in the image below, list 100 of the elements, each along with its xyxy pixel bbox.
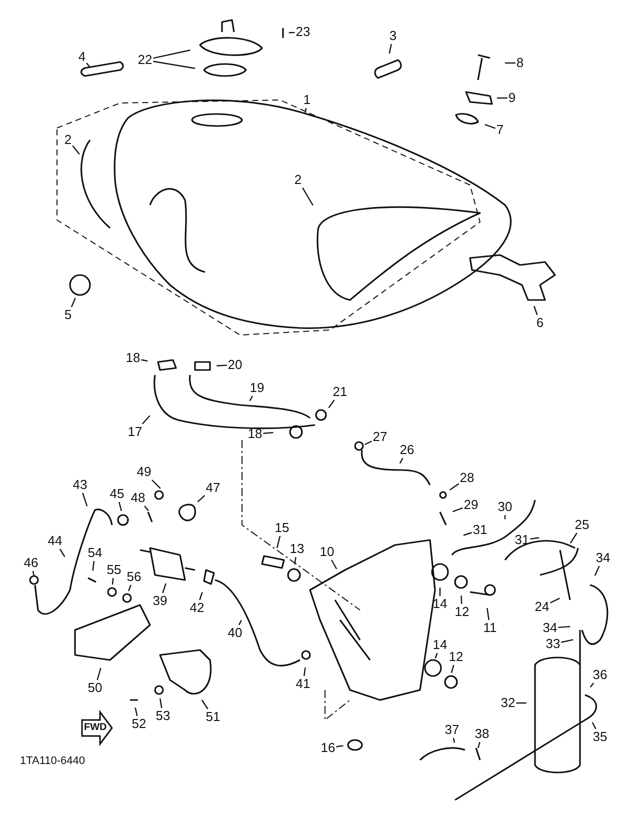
- callout-number: 40: [228, 626, 242, 640]
- leader-line: [452, 507, 463, 512]
- callout-number: 18: [126, 351, 140, 365]
- callout-number: 34: [542, 621, 558, 635]
- callout-number: 38: [474, 727, 490, 741]
- callout-number: 12: [448, 650, 464, 664]
- callout-number: 24: [534, 600, 550, 614]
- callout-number: 29: [464, 498, 478, 512]
- callout-number: 36: [592, 668, 608, 682]
- callout-number: 11: [483, 621, 497, 635]
- callout-number: 19: [250, 381, 264, 395]
- callout-number: 18: [248, 427, 262, 441]
- leader-line: [592, 722, 596, 730]
- callout-number: 13: [290, 542, 304, 556]
- callout-number: 35: [592, 730, 608, 744]
- leader-line: [558, 626, 570, 628]
- leader-line: [570, 532, 578, 544]
- callout-number: 32: [500, 696, 516, 710]
- leader-line: [32, 570, 35, 577]
- callout-number: 16: [320, 741, 336, 755]
- leader-line: [434, 652, 438, 659]
- leader-line: [112, 578, 114, 585]
- callout-number: 14: [432, 597, 448, 611]
- callout-number: 46: [24, 556, 38, 570]
- leader-line: [388, 44, 392, 54]
- leader-line: [304, 668, 306, 676]
- callout-number: 27: [372, 430, 388, 444]
- leader-line: [199, 592, 203, 600]
- leader-line: [516, 702, 526, 704]
- leader-line: [484, 124, 496, 129]
- leader-line: [439, 588, 441, 596]
- callout-number: 25: [574, 518, 590, 532]
- leader-line: [72, 145, 80, 155]
- callout-number: 7: [496, 123, 504, 137]
- callout-number: 21: [332, 385, 348, 399]
- callout-number: 48: [130, 491, 146, 505]
- callout-number: 5: [64, 308, 72, 322]
- leader-line: [141, 359, 148, 362]
- leader-line: [249, 396, 254, 402]
- callout-number: 15: [274, 521, 290, 535]
- leader-line: [331, 560, 338, 570]
- leader-line: [70, 298, 76, 308]
- leader-line: [92, 560, 95, 571]
- callout-number: 33: [546, 637, 560, 651]
- leader-line: [201, 700, 208, 710]
- callout-number: 47: [206, 481, 220, 495]
- callout-number: 4: [78, 50, 86, 64]
- leader-line: [590, 682, 594, 688]
- leader-line: [59, 548, 66, 558]
- callout-number: 9: [508, 91, 516, 105]
- diagram-code: 1TA110-6440: [20, 755, 86, 767]
- callout-number: 45: [110, 487, 124, 501]
- leader-line: [238, 620, 242, 626]
- leader-line: [304, 108, 307, 113]
- leader-line: [159, 698, 162, 708]
- callout-number: 56: [126, 570, 142, 584]
- leader-line: [452, 738, 455, 743]
- callout-number: 2: [64, 133, 72, 147]
- leader-line: [496, 97, 508, 99]
- leader-line: [118, 502, 122, 512]
- callout-number: 17: [128, 425, 142, 439]
- leader-line: [162, 583, 166, 594]
- leader-line: [96, 668, 102, 680]
- leader-line: [561, 639, 574, 643]
- callout-number: 41: [296, 677, 310, 691]
- leader-line: [152, 480, 161, 489]
- callout-number: 39: [152, 594, 168, 608]
- callout-number: 26: [400, 443, 414, 457]
- leader-line: [530, 537, 540, 540]
- leader-line: [144, 506, 149, 512]
- leader-line: [153, 50, 190, 59]
- callout-number: 52: [132, 717, 146, 731]
- leader-line: [128, 584, 132, 592]
- callout-number: 44: [48, 534, 62, 548]
- leader-line: [550, 598, 560, 604]
- callout-number: 55: [106, 563, 122, 577]
- callout-number: 49: [136, 465, 152, 479]
- callout-number: 28: [460, 471, 474, 485]
- leader-line: [328, 400, 335, 408]
- leader-line: [399, 458, 404, 464]
- leader-line: [463, 532, 472, 536]
- callout-number: 8: [516, 56, 524, 70]
- callout-number: 14: [432, 638, 448, 652]
- callout-number: 31: [472, 523, 488, 537]
- callout-number: 30: [498, 500, 512, 514]
- leader-line: [216, 364, 227, 366]
- callout-number: 1: [303, 93, 311, 107]
- direction-label: FWD: [84, 722, 107, 733]
- leader-line: [82, 492, 88, 506]
- leader-line: [460, 596, 462, 604]
- callout-number: 20: [228, 358, 242, 372]
- callout-number: 12: [454, 605, 470, 619]
- leader-line: [504, 62, 516, 64]
- callout-number: 34: [596, 551, 610, 565]
- leader-line: [142, 415, 150, 424]
- callout-number: 22: [138, 53, 152, 67]
- leader-line: [134, 707, 138, 716]
- leader-line: [197, 494, 206, 502]
- callout-number: 3: [389, 29, 397, 43]
- callout-number: 42: [190, 601, 204, 615]
